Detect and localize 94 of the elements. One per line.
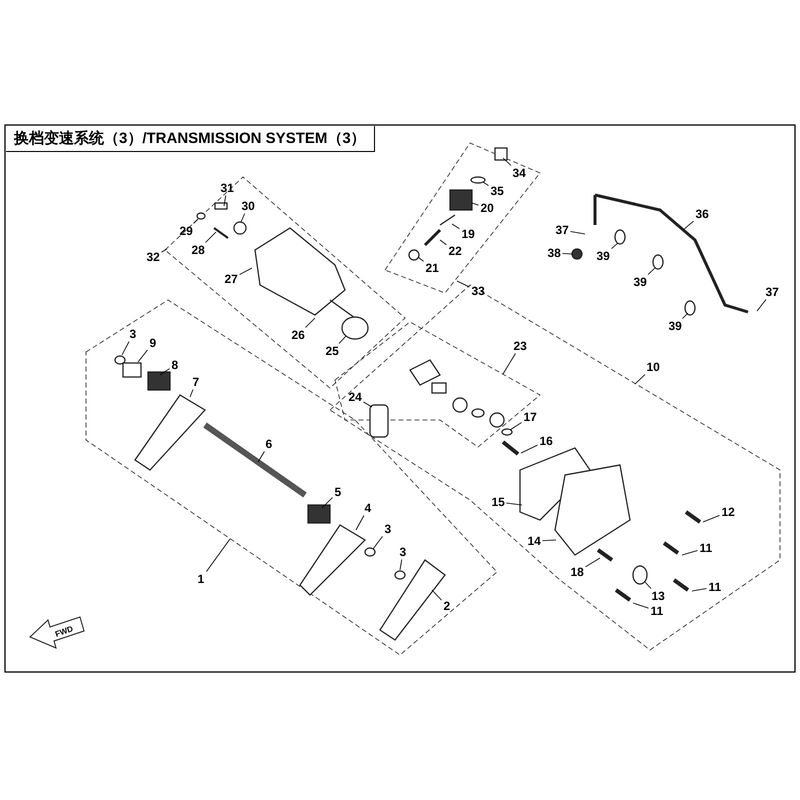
leader-line xyxy=(682,220,694,230)
callout-number: 37 xyxy=(554,224,570,236)
callout-number: 4 xyxy=(364,502,372,514)
callout-number: 10 xyxy=(646,360,661,374)
leader-line xyxy=(702,515,720,522)
callout-number: 7 xyxy=(192,376,200,388)
callout-number: 5 xyxy=(334,486,342,498)
callout-number: 30 xyxy=(240,200,256,212)
callout-number: 34 xyxy=(512,166,527,180)
leader-line xyxy=(305,318,316,328)
callout-number: 19 xyxy=(460,228,476,240)
leader-line xyxy=(472,202,479,206)
leader-line xyxy=(692,588,707,592)
leader-line xyxy=(363,402,372,408)
leader-line xyxy=(648,268,656,275)
callout-number: 18 xyxy=(570,566,585,578)
title: 换档变速系统（3）/TRANSMISSION SYSTEM（3） xyxy=(6,126,375,152)
callout-number: 38 xyxy=(546,246,562,260)
leader-line xyxy=(482,182,489,186)
leader-line xyxy=(570,231,586,234)
leader-line xyxy=(510,422,522,430)
callout-number: 1 xyxy=(196,572,206,586)
callout-number: 17 xyxy=(522,410,538,424)
callout-number: 13 xyxy=(650,590,666,602)
callout-number: 15 xyxy=(490,496,506,508)
leader-line xyxy=(440,240,447,246)
leader-line xyxy=(502,158,512,166)
callout-number: 21 xyxy=(424,262,440,274)
callout-number: 16 xyxy=(538,434,554,448)
callout-number: 39 xyxy=(668,320,683,332)
callout-number: 11 xyxy=(708,580,722,594)
leader-line xyxy=(418,256,424,262)
callout-number: 11 xyxy=(698,542,714,554)
leader-line xyxy=(542,540,556,542)
leader-line xyxy=(356,515,364,530)
callout-number: 26 xyxy=(290,328,306,342)
leader-line xyxy=(400,559,402,570)
callout-number: 33 xyxy=(470,284,486,298)
callout-number: 39 xyxy=(632,276,648,288)
leader-line xyxy=(520,444,538,454)
leader-line xyxy=(193,218,198,224)
direction-label: FWD xyxy=(54,624,74,639)
callout-number: 39 xyxy=(596,250,611,262)
callout-number: 27 xyxy=(224,272,239,286)
callout-number: 24 xyxy=(348,390,363,404)
leader-line xyxy=(372,536,383,550)
leader-line xyxy=(322,497,333,508)
callout-number: 20 xyxy=(480,202,495,214)
leader-line xyxy=(452,224,460,230)
leader-line xyxy=(611,242,618,250)
leader-line xyxy=(122,341,130,356)
leader-line xyxy=(756,299,766,312)
callout-number: 31 xyxy=(220,182,235,194)
callout-number: 11 xyxy=(650,604,664,618)
leader-line xyxy=(239,268,252,275)
callout-number: 9 xyxy=(148,336,158,350)
callout-number: 14 xyxy=(526,534,542,548)
leader-line xyxy=(206,538,230,572)
leader-line xyxy=(205,232,216,243)
callout-number: 37 xyxy=(764,286,780,298)
callout-number: 8 xyxy=(170,358,180,372)
callout-number: 23 xyxy=(512,340,528,352)
callout-number: 3 xyxy=(384,522,392,536)
callout-number: 6 xyxy=(264,438,274,450)
callout-number: 28 xyxy=(190,244,206,256)
leader-line xyxy=(502,353,516,374)
callout-number: 25 xyxy=(324,344,340,358)
leader-line xyxy=(161,248,168,253)
leader-line xyxy=(456,280,470,288)
callout-number: 12 xyxy=(720,506,736,518)
leader-line xyxy=(338,336,346,344)
callout-number: 29 xyxy=(178,224,194,238)
leader-line xyxy=(634,374,646,384)
callout-number: 3 xyxy=(128,328,138,340)
callout-number: 2 xyxy=(442,600,452,612)
leader-line xyxy=(644,582,652,589)
leader-line xyxy=(506,502,522,506)
leader-line xyxy=(432,590,442,601)
leader-line xyxy=(682,550,698,556)
leader-line xyxy=(138,350,148,362)
leader-line xyxy=(632,602,649,609)
callout-number: 35 xyxy=(490,184,505,198)
leader-line xyxy=(585,558,600,568)
leader-line xyxy=(224,195,226,206)
callout-number: 22 xyxy=(448,244,463,258)
callout-number: 32 xyxy=(146,250,161,264)
leader-line xyxy=(160,368,170,376)
leader-line xyxy=(562,253,572,254)
callout-number: 36 xyxy=(694,208,710,220)
leader-line xyxy=(682,312,688,319)
leader-line xyxy=(258,451,265,462)
callout-number: 3 xyxy=(398,546,408,558)
leader-line xyxy=(190,389,194,398)
leader-line xyxy=(240,213,246,222)
